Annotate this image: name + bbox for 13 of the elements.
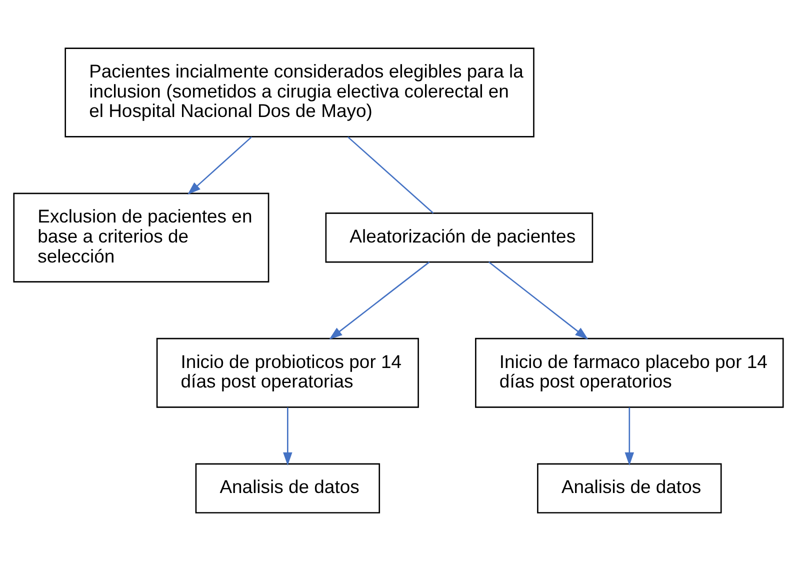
node-box: Inicio de farmaco placebo por 14 días post operatorios xyxy=(475,338,784,408)
arrow xyxy=(283,407,292,466)
node-box: Inicio de probioticos por 14 días post operatorias xyxy=(156,338,419,408)
arrow xyxy=(188,136,252,195)
node-box: Analisis de datos xyxy=(195,463,380,514)
arrow xyxy=(329,262,430,340)
node-box: Pacientes incialmente considerados elegibles para la inclusion (sometidos a cirugia electiva colerectal en el Hospital Nacional Dos de Mayo) xyxy=(64,48,534,138)
node-box: Exclusion de pacientes en base a criterios de selección xyxy=(13,192,270,282)
arrow xyxy=(488,262,588,340)
connector xyxy=(347,136,434,214)
node-box: Analisis de datos xyxy=(537,463,722,514)
node-box: Aleatorización de pacientes xyxy=(325,212,594,263)
arrow xyxy=(624,407,634,466)
